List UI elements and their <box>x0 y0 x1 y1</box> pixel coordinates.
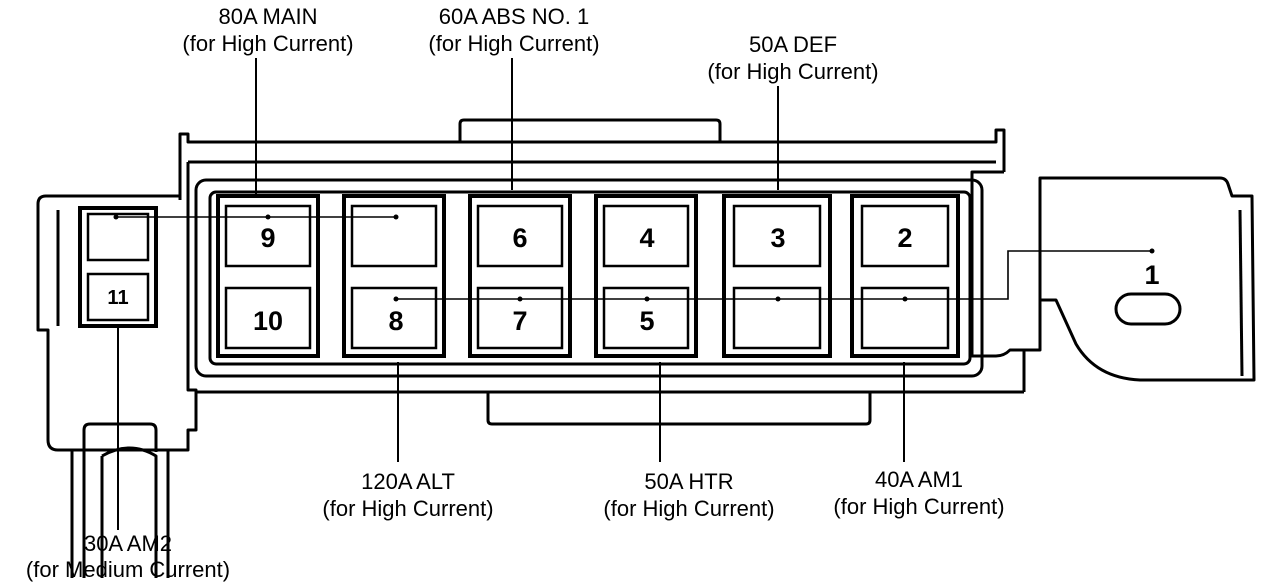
fuse-number-9: 9 <box>260 223 275 253</box>
fuse-number-10: 10 <box>253 306 283 336</box>
callout-am1: 40A AM1 (for High Current) <box>833 467 1004 519</box>
label-htr-rating: 50A HTR <box>644 469 733 494</box>
fuse-slot-4 <box>602 204 690 268</box>
label-am1-current: (for High Current) <box>833 494 1004 519</box>
mounting-slot <box>1114 292 1182 326</box>
label-alt-current: (for High Current) <box>322 496 493 521</box>
label-am2-current: (for Medium Current) <box>26 557 230 582</box>
callout-alt: 120A ALT (for High Current) <box>322 469 493 521</box>
label-am2-rating: 30A AM2 <box>84 531 172 556</box>
label-am1-rating: 40A AM1 <box>875 467 963 492</box>
fuse-number-5: 5 <box>639 306 654 336</box>
fuse-slots <box>224 204 950 350</box>
leader-lines <box>117 58 905 530</box>
label-main-rating: 80A MAIN <box>218 4 317 29</box>
fuse-slot-10 <box>224 286 312 350</box>
label-def-current: (for High Current) <box>707 59 878 84</box>
label-htr-current: (for High Current) <box>603 496 774 521</box>
fuse-slot-9 <box>224 204 312 268</box>
label-alt-rating: 120A ALT <box>361 469 455 494</box>
fuse-number-6: 6 <box>512 223 527 253</box>
callout-abs: 60A ABS NO. 1 (for High Current) <box>428 4 599 56</box>
fuse-slot-3 <box>732 204 822 268</box>
fuse-slot-empty-small <box>86 212 150 262</box>
fuse-number-2: 2 <box>897 223 912 253</box>
callout-htr: 50A HTR (for High Current) <box>603 469 774 521</box>
label-abs-rating: 60A ABS NO. 1 <box>439 4 589 29</box>
fuse-slot-empty-top <box>350 204 438 268</box>
fuse-block-housing <box>36 118 1256 578</box>
callout-main: 80A MAIN (for High Current) <box>182 4 353 56</box>
callout-am2: 30A AM2 (for Medium Current) <box>26 531 230 582</box>
fuse-number-4: 4 <box>639 223 654 253</box>
circuit-lines <box>113 214 1155 302</box>
fuse-cartridges <box>216 194 960 358</box>
fuse-tray <box>194 178 984 378</box>
fuse-slot-6 <box>476 204 564 268</box>
fuse-number-11: 11 <box>107 287 128 309</box>
fuse-slot-empty-bottom-1 <box>732 286 822 350</box>
fuse-number-3: 3 <box>770 223 785 253</box>
fuse-number-1: 1 <box>1144 260 1159 290</box>
fuse-tray-inner <box>208 190 972 366</box>
callout-def: 50A DEF (for High Current) <box>707 32 878 84</box>
fuse-number-8: 8 <box>388 306 403 336</box>
fuse-slot-2 <box>860 204 950 268</box>
label-main-current: (for High Current) <box>182 31 353 56</box>
fuse-number-7: 7 <box>512 306 527 336</box>
label-abs-current: (for High Current) <box>428 31 599 56</box>
label-def-rating: 50A DEF <box>749 32 837 57</box>
fuse-numbers: 9 10 8 6 7 4 5 3 2 11 1 <box>107 223 1159 336</box>
fuse-slot-11 <box>86 272 150 322</box>
